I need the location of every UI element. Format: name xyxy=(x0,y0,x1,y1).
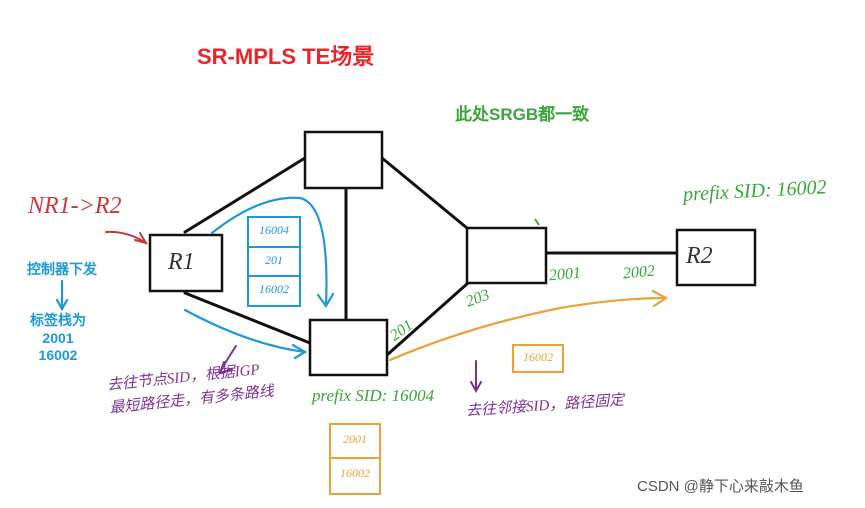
page-title: SR-MPLS TE场景 xyxy=(197,44,375,69)
flow-arrow-head xyxy=(134,232,149,245)
blue-path-lower xyxy=(183,308,307,354)
router-r1-box xyxy=(148,233,224,293)
controller-stack: 标签栈为 2001 16002 xyxy=(30,312,86,365)
router-right-box xyxy=(465,226,548,285)
controller-label: 控制器下发 xyxy=(27,261,97,277)
flow-label: NR1->R2 xyxy=(28,193,122,219)
orange-path-head xyxy=(651,289,669,308)
srgb-note: 此处SRGB都一致 xyxy=(455,105,590,124)
purple-arrow-left-head xyxy=(218,361,233,375)
orange-stack-link-cell: 16002 xyxy=(523,350,553,364)
adj-sid-2002: 2002 xyxy=(622,262,656,283)
link-r1-top xyxy=(183,156,307,234)
green-srgb-tick xyxy=(534,218,540,226)
adj-sid-2001: 2001 xyxy=(548,264,582,285)
stack-label-2: 16002 xyxy=(38,347,78,363)
orange-stack-cell-2: 16002 xyxy=(340,466,370,480)
router-top-box xyxy=(303,130,384,190)
blue-stack-box xyxy=(247,216,301,307)
purple-arrow-right-head xyxy=(470,381,482,394)
stack-title: 标签栈为 xyxy=(30,312,86,328)
flow-arrow xyxy=(105,230,147,244)
blue-stack-cell-1: 16004 xyxy=(259,223,289,237)
router-r2-box xyxy=(675,228,757,287)
orange-stack-link-box xyxy=(512,344,564,373)
blue-path-upper-head xyxy=(316,292,335,309)
blue-stack-cell-3: 16002 xyxy=(259,282,289,296)
orange-path xyxy=(388,296,667,362)
link-r1-mid xyxy=(183,291,312,345)
blue-path-upper xyxy=(210,196,328,307)
router-r2-label: R2 xyxy=(686,243,713,269)
blue-path-lower-head xyxy=(291,343,308,360)
controller-arrow-head xyxy=(55,298,69,312)
router-mid-box xyxy=(308,318,389,377)
router-r1-label: R1 xyxy=(168,249,195,275)
link-top-right xyxy=(380,156,469,230)
watermark: CSDN @静下心来敲木鱼 xyxy=(637,478,804,495)
stack-label-1: 2001 xyxy=(42,329,74,346)
blue-stack-cell-2: 201 xyxy=(265,253,283,267)
link-mid-right xyxy=(385,281,470,357)
prefix-sid-mid: prefix SID: 16004 xyxy=(312,386,435,405)
orange-stack-cell-1: 2001 xyxy=(343,432,367,446)
